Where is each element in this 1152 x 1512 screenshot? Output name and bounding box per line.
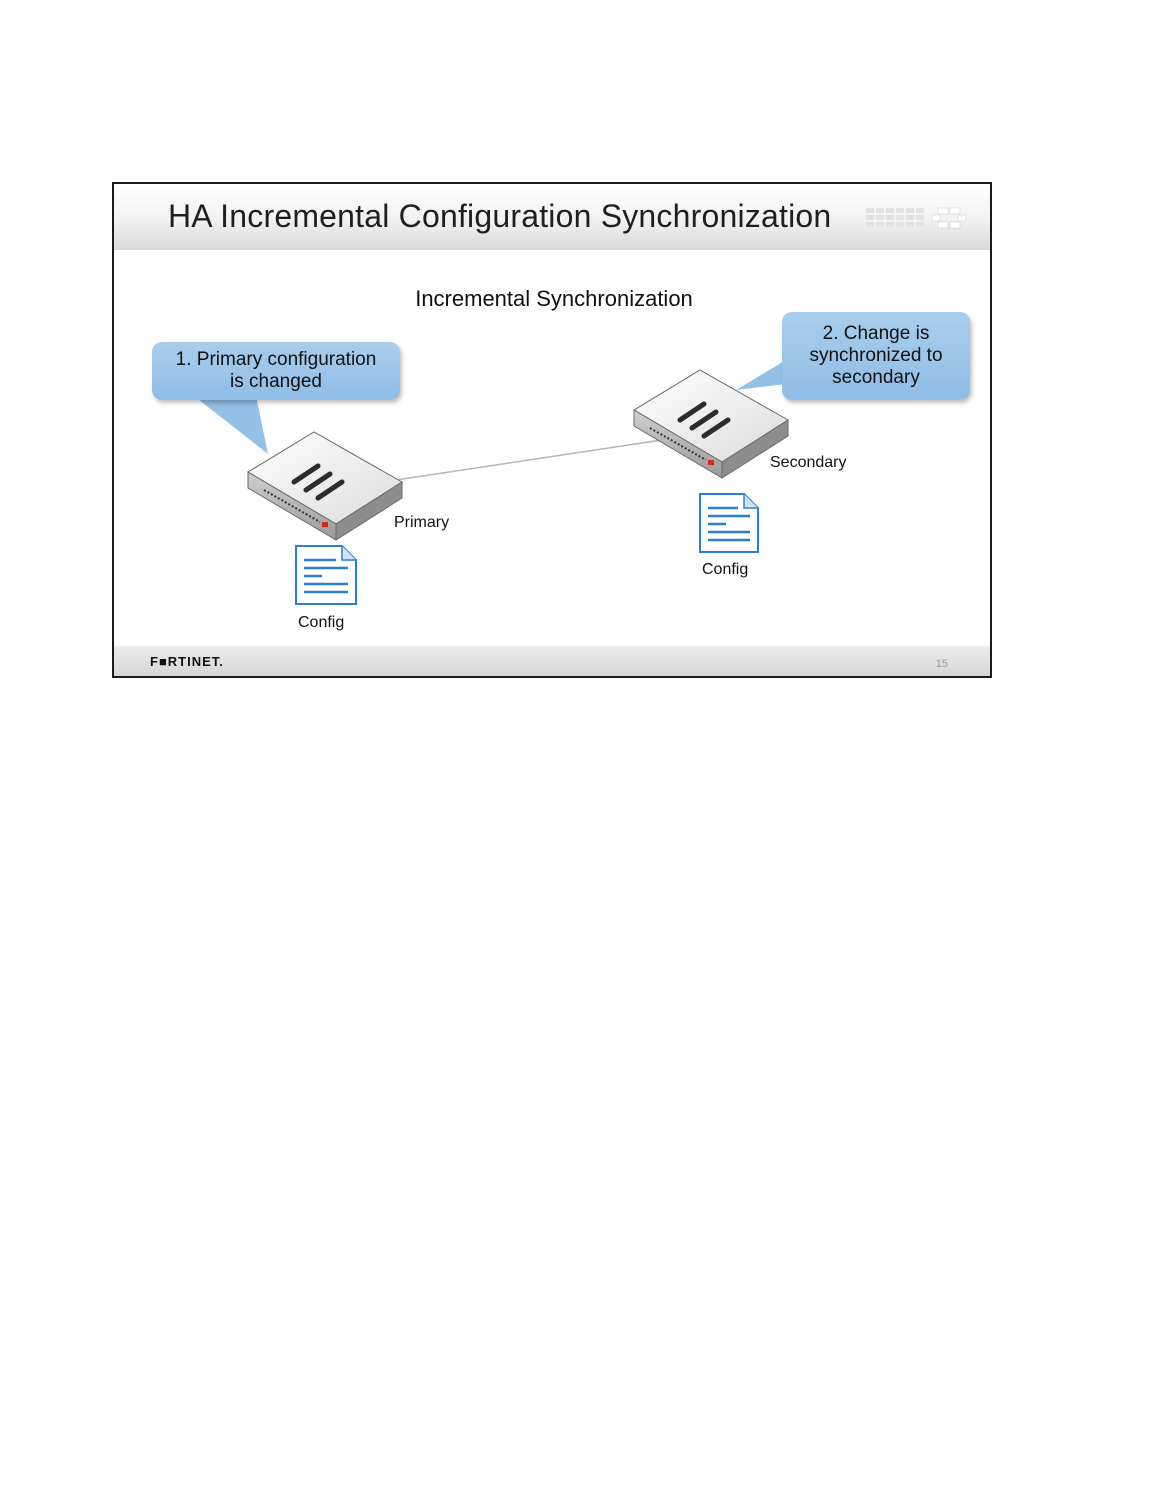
callout-2-pointer (736, 360, 786, 390)
callout-primary-changed: 1. Primary configuration is changed (152, 342, 400, 400)
diagram-canvas (194, 360, 789, 605)
primary-label: Primary (394, 514, 450, 531)
secondary-config-label: Config (702, 561, 749, 578)
ha-link-line (395, 439, 663, 481)
diagram-subtitle: Incremental Synchronization (415, 286, 693, 311)
secondary-label: Secondary (770, 454, 847, 471)
slide-footer: F■RTINET. 15 (114, 646, 990, 676)
callout-1-pointer (194, 396, 268, 454)
slide-header: HA Incremental Configuration Synchroniza… (114, 184, 990, 250)
callout-primary-changed-text: 1. Primary configuration is changed (175, 349, 377, 392)
primary-firewall-device (247, 431, 403, 541)
primary-config-document-icon (295, 545, 357, 605)
page-number: 15 (935, 658, 948, 670)
secondary-firewall-device (633, 369, 789, 479)
secondary-config-document-icon (699, 493, 759, 553)
slide: HA Incremental Configuration Synchroniza… (112, 182, 992, 678)
fortinet-grid-icon (866, 207, 967, 229)
slide-title: HA Incremental Configuration Synchroniza… (168, 198, 832, 234)
callout-synchronized: 2. Change is synchronized to secondary (782, 312, 970, 400)
callout-synchronized-text: 2. Change is synchronized to secondary (809, 323, 943, 388)
primary-config-label: Config (298, 614, 345, 631)
fortinet-logo: F■RTINET. (150, 654, 224, 669)
